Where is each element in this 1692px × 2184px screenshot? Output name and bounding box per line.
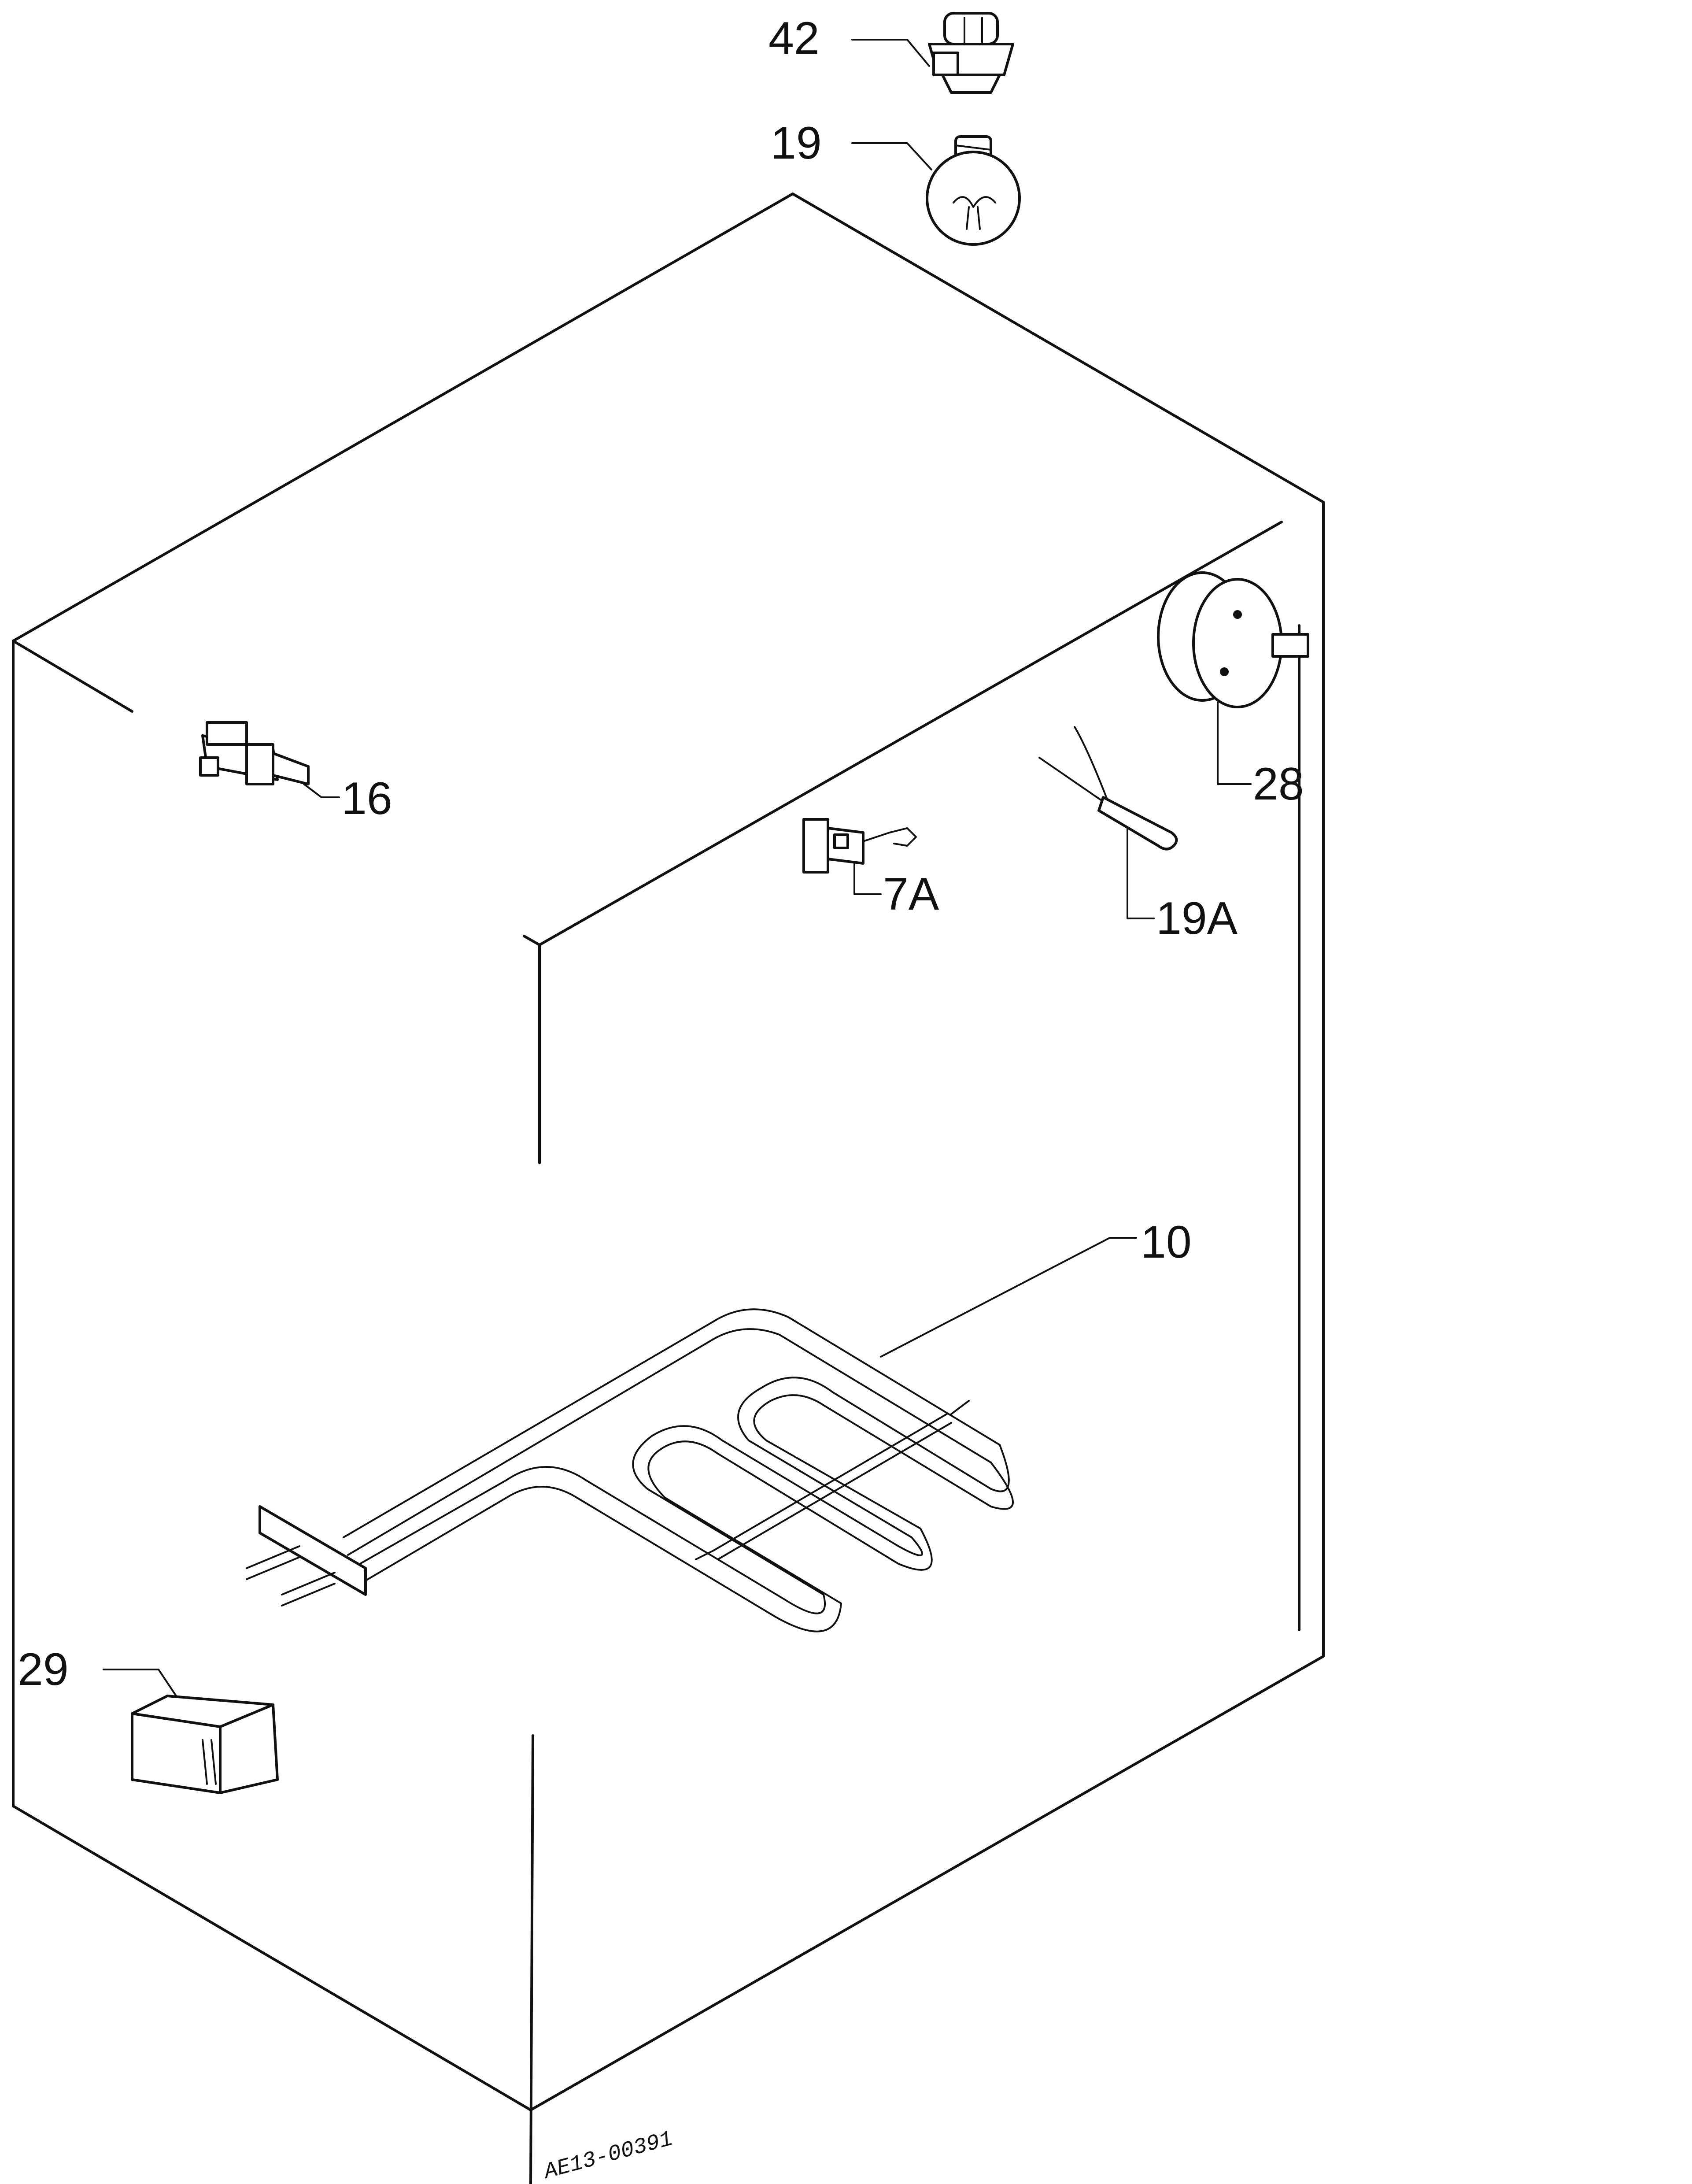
label-19: 19 (771, 118, 822, 169)
cabinet-inner-vertical-lower (529, 1734, 534, 2184)
lamp-bulb-part (926, 135, 1021, 246)
label-16: 16 (341, 773, 392, 824)
lamp-holder-part (928, 12, 1014, 94)
leader-16 (303, 783, 340, 798)
label-42: 42 (768, 13, 820, 64)
label-29: 29 (18, 1644, 69, 1695)
thermostat-part (1157, 571, 1309, 708)
cabinet-top-right-edge (791, 192, 1325, 503)
leader-28 (1217, 702, 1252, 785)
capacitor-part (131, 1695, 279, 1794)
leader-7a (853, 862, 882, 895)
switch-part (199, 721, 310, 785)
cabinet-front-top-edge-far (523, 935, 541, 946)
leader-42 (851, 39, 930, 67)
cabinet-bottom-right-edge (529, 1655, 1325, 2111)
label-19a: 19A (1156, 893, 1238, 944)
cabinet-front-top-edge (12, 640, 133, 713)
cabinet-outline (12, 192, 1325, 2184)
drawing-code: AE13-00391 (540, 2127, 675, 2184)
cabinet-bottom-front-edge (12, 1805, 532, 2111)
label-7a: 7A (883, 869, 939, 920)
leader-10 (880, 1237, 1137, 1358)
cabinet-top-left-edge (12, 192, 794, 642)
leader-19 (851, 142, 932, 170)
cabinet-inner-top-edge (538, 521, 1283, 946)
leader-19a (1127, 827, 1155, 919)
label-28: 28 (1253, 759, 1304, 810)
label-10: 10 (1141, 1217, 1192, 1268)
sensor-probe-part (1038, 726, 1178, 851)
micro-switch-part (802, 818, 917, 874)
leader-29 (103, 1669, 177, 1697)
heating-element-part (246, 1308, 1014, 1632)
